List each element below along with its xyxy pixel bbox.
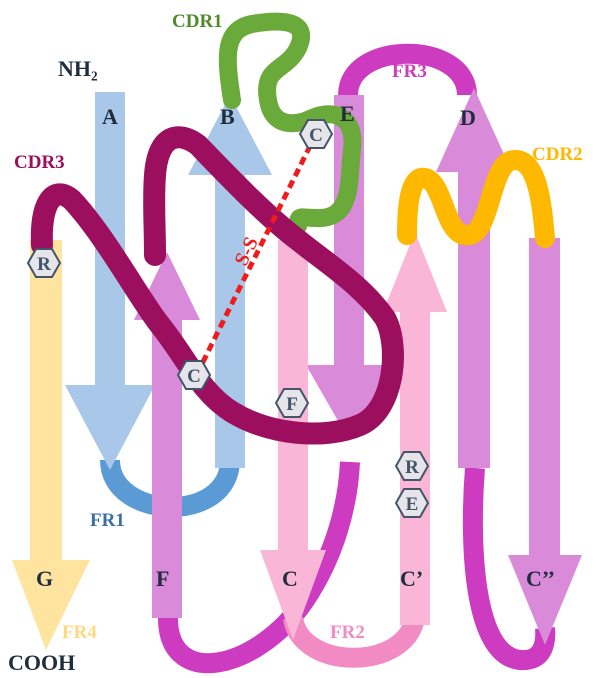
residue-phe: F xyxy=(274,388,310,418)
strand-d-label: D xyxy=(460,105,476,130)
f-to-c-loop xyxy=(158,461,360,674)
svg-text:E: E xyxy=(406,494,419,515)
cdr2-label: CDR2 xyxy=(532,144,583,165)
strand-a-arrow xyxy=(65,92,155,470)
strand-b-arrow xyxy=(188,95,272,468)
strand-g-arrow xyxy=(12,240,90,650)
nh2-terminus-label: NH₂ xyxy=(58,56,98,81)
residue-cys-upper: C xyxy=(298,119,334,149)
strand-c-prime-arrow xyxy=(383,232,447,625)
strand-e-label: E xyxy=(340,101,355,126)
fr3-loop xyxy=(338,43,477,97)
cdr1-loop xyxy=(218,12,362,235)
fr1-label: FR1 xyxy=(90,510,125,531)
strand-a-label: A xyxy=(102,104,118,129)
strand-c-double-prime-label: C’’ xyxy=(526,566,555,591)
disulfide-bond xyxy=(197,132,319,370)
strand-b-label: B xyxy=(220,104,235,129)
residue-cys-lower: C xyxy=(176,360,212,390)
svg-text:R: R xyxy=(37,254,51,275)
cooh-terminus-label: COOH xyxy=(8,650,75,675)
fr2-loop xyxy=(283,615,425,668)
svg-text:C: C xyxy=(187,366,201,387)
svg-text:F: F xyxy=(286,394,298,415)
strand-g-label: G xyxy=(36,566,53,591)
strand-c-double-prime-arrow xyxy=(508,238,582,645)
fr3-label: FR3 xyxy=(392,61,427,82)
strand-c-label: C xyxy=(282,566,298,591)
strand-d-arrow xyxy=(436,88,512,468)
c-double-prime-loop xyxy=(462,467,556,670)
strand-f-label: F xyxy=(156,566,169,591)
cdr2-loop xyxy=(397,149,555,248)
residue-arg-left: R xyxy=(26,248,62,278)
fr4-label: FR4 xyxy=(62,622,97,643)
residue-glu: E xyxy=(394,488,430,518)
strand-c-prime-label: C’ xyxy=(400,566,423,591)
cdr3-loop xyxy=(30,126,404,445)
svg-text:R: R xyxy=(405,457,419,478)
cdr1-label: CDR1 xyxy=(172,11,223,32)
fr2-label: FR2 xyxy=(330,622,365,643)
strand-f-arrow xyxy=(134,252,200,618)
residue-arg-right: R xyxy=(394,451,430,481)
svg-text:C: C xyxy=(309,125,323,146)
cdr3-label: CDR3 xyxy=(14,152,65,173)
